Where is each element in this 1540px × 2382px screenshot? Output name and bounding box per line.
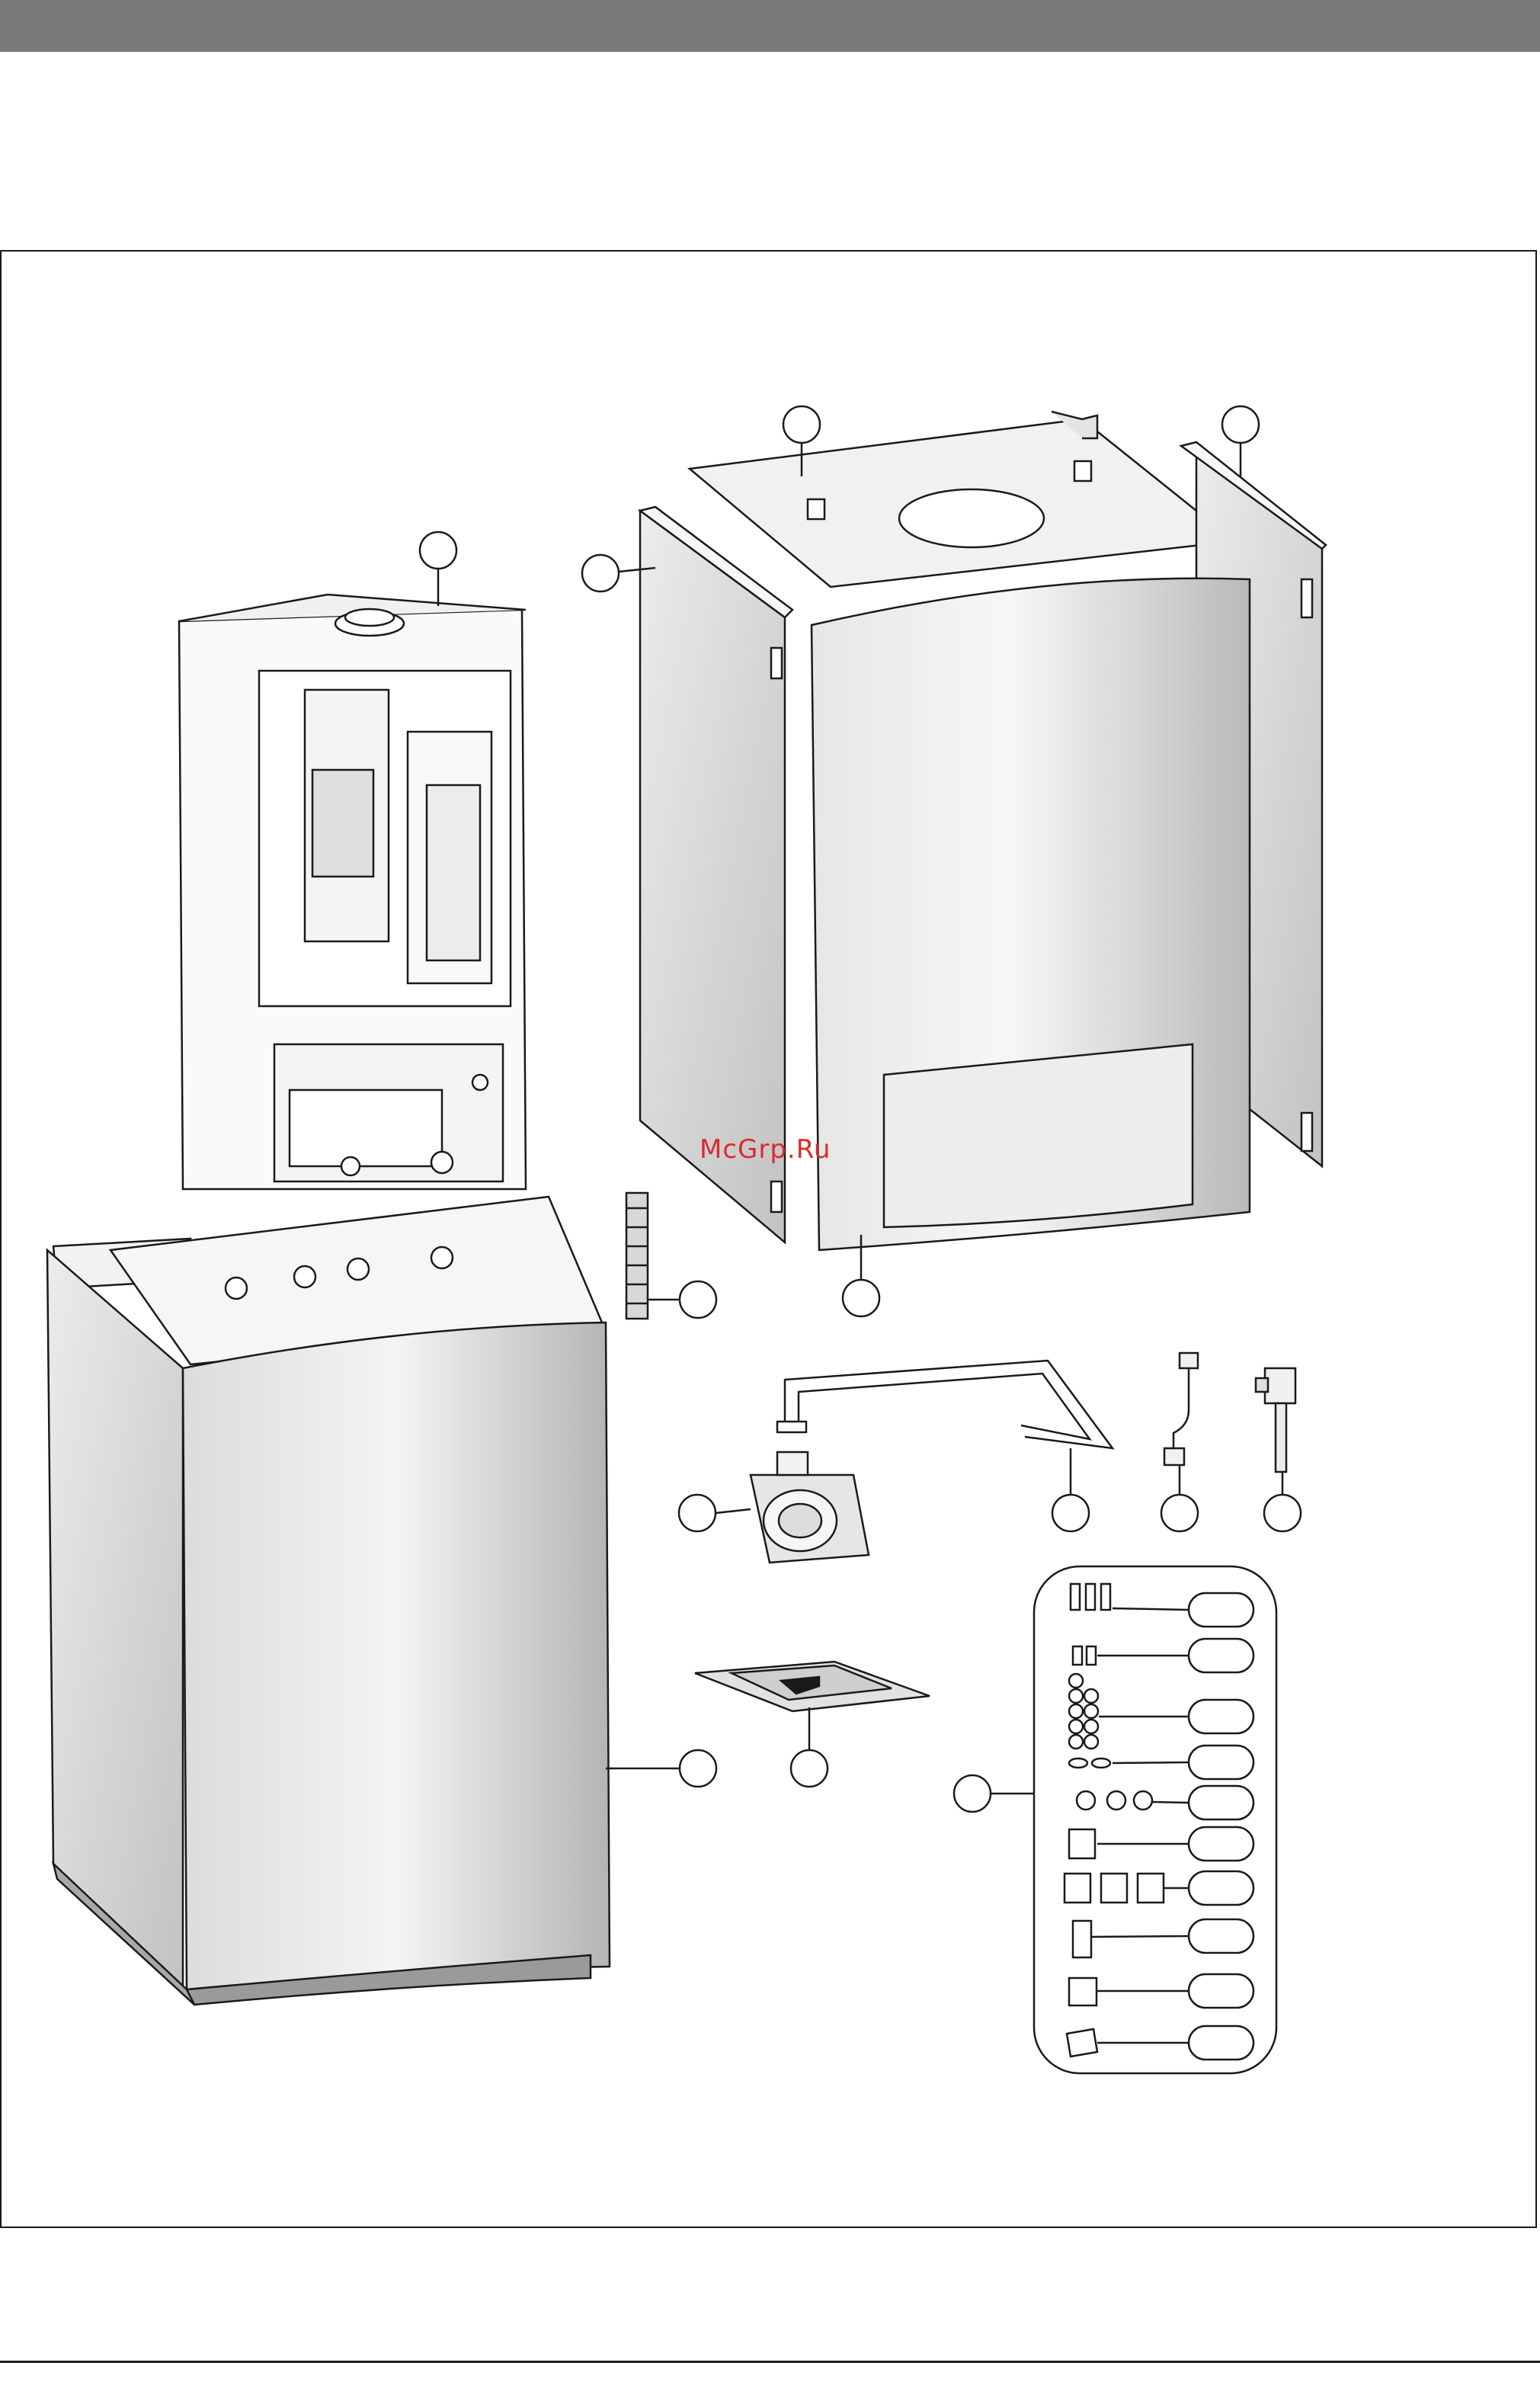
pipe-bend (777, 1361, 1113, 1448)
valve (1256, 1368, 1295, 1472)
kit-tag (1189, 1827, 1253, 1861)
side-panel-left (640, 507, 792, 1242)
callout-valve (1264, 1495, 1301, 1531)
callout-base-cabinet (680, 1750, 716, 1787)
callout-pipe-bend (1052, 1495, 1089, 1531)
top-plate (690, 412, 1234, 587)
callout-fixings-kit (954, 1775, 991, 1812)
callout-side-panel-right (1222, 406, 1259, 443)
callout-side-panel-left (582, 555, 619, 591)
kit-tag (1189, 1746, 1253, 1779)
kit-tag (1189, 1700, 1253, 1733)
base-cabinet (47, 1197, 610, 2005)
callout-front-cover (843, 1280, 879, 1316)
callout-flexible-hose (680, 1281, 716, 1318)
boiler-unit (179, 595, 526, 1189)
watermark: McGrp.Ru (700, 1134, 831, 1165)
kit-tag (1189, 1786, 1253, 1819)
pump (751, 1452, 869, 1563)
callout-top-plate (783, 406, 820, 443)
kit-tag (1189, 1974, 1253, 2008)
kit-tag (1189, 2026, 1253, 2060)
kit-tag (1189, 1919, 1253, 1953)
kit-tag (1189, 1639, 1253, 1672)
callout-flex-connector (1161, 1495, 1198, 1531)
kit-tag (1189, 1593, 1253, 1627)
kit-tag (1189, 1871, 1253, 1905)
callout-boiler-unit (420, 532, 456, 569)
flex-connector (1164, 1353, 1198, 1465)
flexible-hose (626, 1193, 648, 1319)
documentation (695, 1662, 930, 1711)
callout-documentation (791, 1750, 828, 1787)
front-cover (812, 579, 1250, 1250)
callout-pump (679, 1495, 716, 1531)
